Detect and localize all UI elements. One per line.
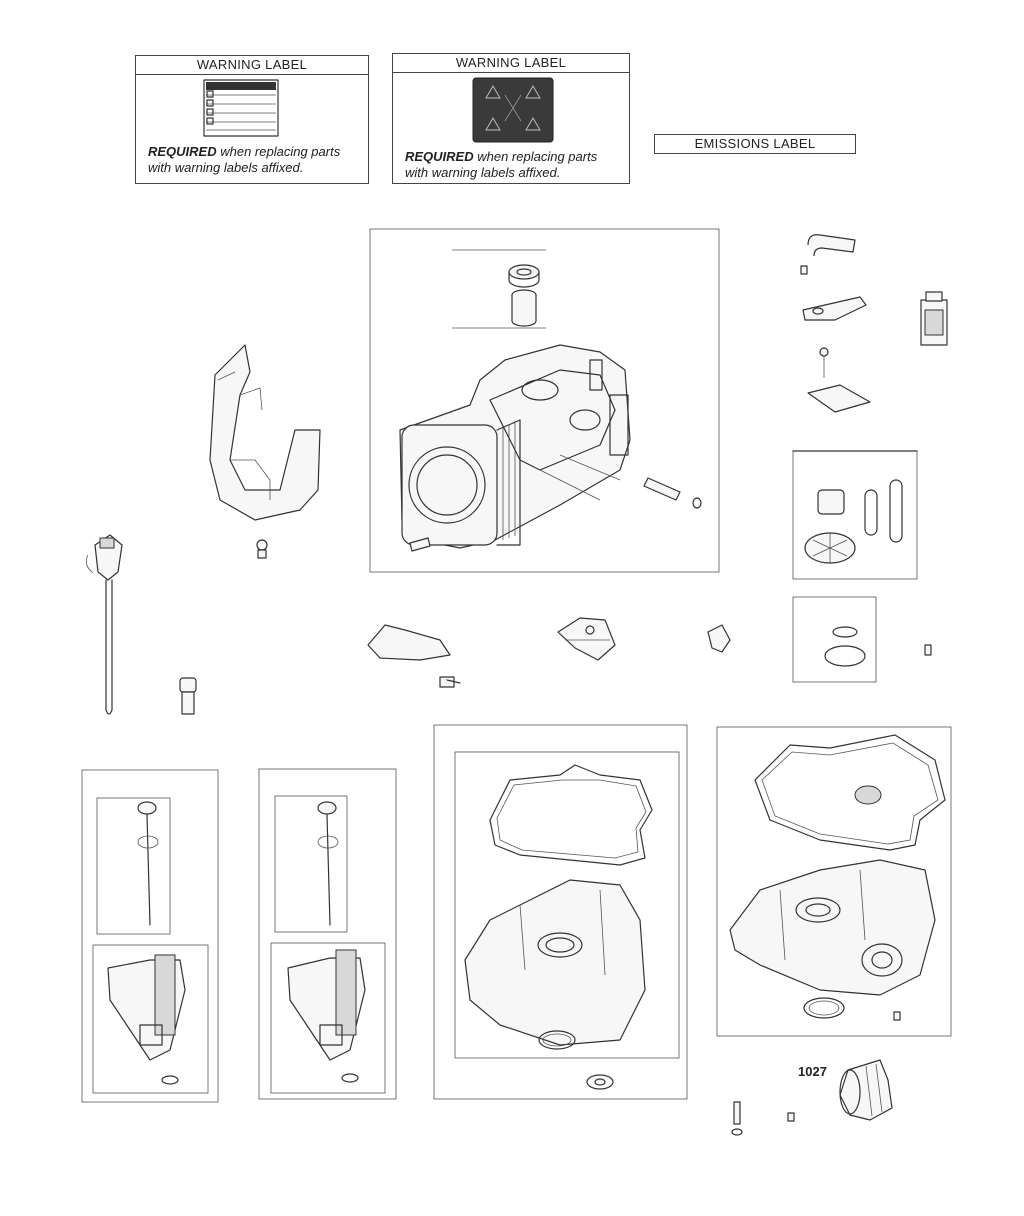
warning-label-card-1: WARNING LABEL REQUIRED when replacing pa…: [135, 55, 369, 184]
dipstick-tube-kit-group-1: [81, 769, 219, 1103]
breather-gasket-part: [807, 347, 871, 413]
bracket-plate-part: [367, 624, 461, 688]
tube-plug-part: [179, 677, 197, 715]
cylinder-block-group: [369, 228, 720, 573]
sealant-tube-part: [920, 291, 948, 346]
drain-plug-part: [731, 1101, 795, 1136]
breather-tube-part: [800, 234, 856, 275]
dipstick-tube-kit-group-2: [258, 768, 397, 1100]
bushing-part: [511, 289, 537, 327]
oil-sensor-part: [707, 624, 731, 653]
warning-label-2-required-text: REQUIRED when replacing parts with warni…: [405, 149, 598, 180]
dipstick-tube-part: [85, 534, 123, 715]
emissions-label: EMISSIONS LABEL: [654, 134, 856, 154]
oil-filter-part: [839, 1059, 893, 1121]
dowel-pin-part: [643, 477, 702, 509]
warning-decal-symbols-image: [472, 77, 554, 143]
throttle-linkage-part: [557, 617, 616, 661]
cylinder-block-part: [399, 344, 631, 549]
dowel-pin-part-2: [409, 537, 431, 552]
piston-ring-kit-group: [792, 450, 918, 580]
warning-label-2-title: WARNING LABEL: [393, 54, 629, 73]
breather-cover-part: [802, 296, 867, 321]
warning-label-1-required-text: REQUIRED when replacing parts with warni…: [148, 144, 341, 175]
oil-seal-part: [508, 264, 540, 288]
valve-cover-gasket-group: [792, 596, 932, 683]
sump-kit-group-1: [433, 724, 688, 1100]
warning-label-1-title: WARNING LABEL: [136, 56, 368, 75]
warning-label-card-2: WARNING LABEL REQUIRED when replacing pa…: [392, 53, 630, 184]
sump-kit-group-2: [716, 726, 952, 1037]
oil-filter-callout: 1027: [798, 1064, 827, 1079]
air-guide-shroud-part: [209, 344, 321, 559]
warning-decal-text-image: [203, 79, 279, 137]
